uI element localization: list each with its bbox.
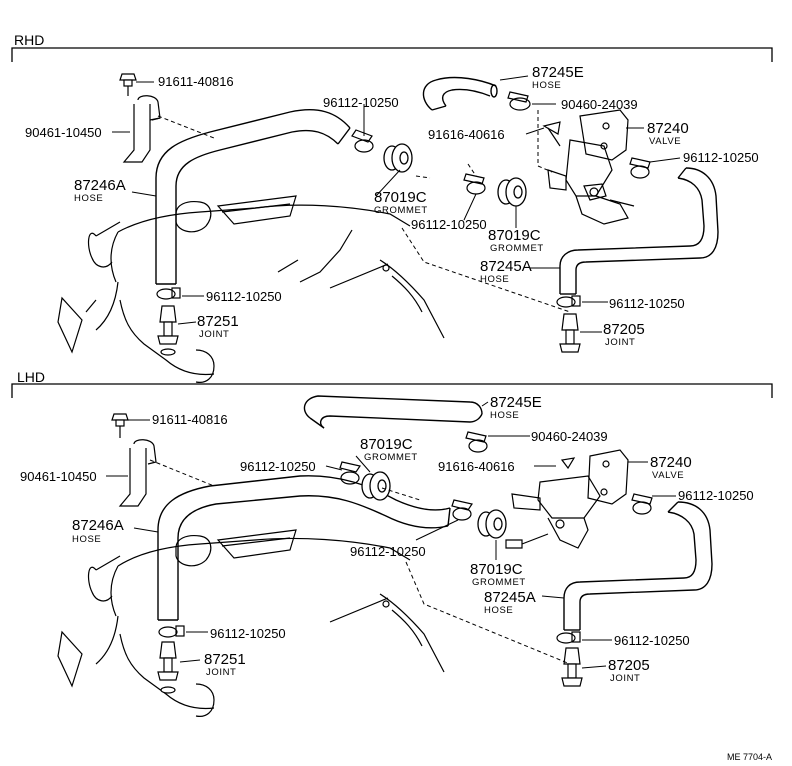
rhd-grommet-a-name: GROMMET bbox=[374, 205, 428, 216]
lhd-bracket-label: 90461-10450 bbox=[20, 469, 97, 484]
lhd-leader-lines bbox=[106, 401, 676, 669]
lhd-lower-hose-number: 87245A bbox=[484, 589, 536, 606]
lhd-section-title: LHD bbox=[17, 369, 46, 385]
lhd-top-hose bbox=[303, 395, 483, 429]
lhd-valve-icon bbox=[505, 449, 629, 549]
lhd-bolt-label: 91611-40816 bbox=[152, 412, 228, 427]
lhd-valve-number: 87240 bbox=[650, 454, 692, 471]
rhd-clamp-d-label: 96112-10250 bbox=[609, 296, 685, 311]
lhd-clamp-valve-label: 96112-10250 bbox=[678, 488, 754, 503]
rhd-main-hose-number: 87246A bbox=[74, 177, 126, 194]
drawing-reference: ME 7704-A bbox=[727, 752, 773, 762]
rhd-guide-lines bbox=[157, 110, 571, 313]
lhd-valve-name: VALVE bbox=[652, 470, 685, 481]
lhd-grommet-a-name: GROMMET bbox=[364, 452, 418, 463]
rhd-valve-icon bbox=[542, 109, 635, 225]
rhd-lower-hose-number: 87245A bbox=[480, 258, 532, 275]
lhd-main-hose bbox=[157, 475, 451, 621]
rhd-clamp-top-label: 90460-24039 bbox=[561, 97, 638, 112]
rhd-section-title: RHD bbox=[14, 32, 45, 48]
rhd-bracket-label: 90461-10450 bbox=[25, 125, 102, 140]
rhd-lower-hose bbox=[559, 167, 719, 295]
rhd-lower-hose-name: HOSE bbox=[480, 274, 510, 285]
rhd-top-hose-name: HOSE bbox=[532, 80, 562, 91]
lhd-clamp-a-label: 96112-10250 bbox=[240, 459, 316, 474]
lhd-bolt-icon bbox=[111, 413, 129, 438]
rhd-joint-a-name: JOINT bbox=[199, 329, 230, 340]
lhd-joint-b-name: JOINT bbox=[610, 673, 641, 684]
rhd-clamp-valve-label: 96112-10250 bbox=[683, 150, 759, 165]
rhd-joints bbox=[157, 305, 581, 356]
lhd-section-frame bbox=[11, 383, 773, 398]
lhd-grommet-a-number: 87019C bbox=[360, 436, 413, 453]
lhd-clamp-d-label: 96112-10250 bbox=[614, 633, 690, 648]
rhd-leader-lines bbox=[112, 75, 681, 333]
rhd-joint-b-name: JOINT bbox=[605, 337, 636, 348]
lhd-clamp-b-label: 96112-10250 bbox=[350, 544, 426, 559]
rhd-grommet-b-name: GROMMET bbox=[490, 243, 544, 254]
rhd-main-hose bbox=[155, 109, 351, 285]
rhd-main-hose-name: HOSE bbox=[74, 193, 104, 204]
lhd-lower-hose-name: HOSE bbox=[484, 605, 514, 616]
lhd-top-hose-name: HOSE bbox=[490, 410, 520, 421]
lhd-main-hose-name: HOSE bbox=[72, 534, 102, 545]
rhd-grommets bbox=[383, 143, 527, 207]
lhd-main-hose-number: 87246A bbox=[72, 517, 124, 534]
rhd-section-frame bbox=[11, 47, 773, 62]
lhd-bracket-icon bbox=[118, 439, 157, 507]
lhd-engine-outline bbox=[57, 529, 445, 717]
lhd-clamp-c-label: 96112-10250 bbox=[210, 626, 286, 641]
lhd-joint-b-number: 87205 bbox=[608, 657, 650, 674]
rhd-top-hose-number: 87245E bbox=[532, 64, 584, 81]
rhd-joint-a-number: 87251 bbox=[197, 313, 239, 330]
rhd-bracket-icon bbox=[122, 95, 161, 163]
lhd-grommet-b-number: 87019C bbox=[470, 561, 523, 578]
rhd-valve-bolt-label: 91616-40616 bbox=[428, 127, 505, 142]
lhd-joint-a-name: JOINT bbox=[206, 667, 237, 678]
lhd-joint-a-number: 87251 bbox=[204, 651, 246, 668]
rhd-top-hose bbox=[422, 76, 498, 111]
rhd-joint-b-number: 87205 bbox=[603, 321, 645, 338]
lhd-guide-lines bbox=[149, 459, 571, 665]
rhd-grommet-a-number: 87019C bbox=[374, 189, 427, 206]
rhd-engine-outline bbox=[57, 195, 445, 383]
rhd-valve-number: 87240 bbox=[647, 120, 689, 137]
rhd-valve-name: VALVE bbox=[649, 136, 682, 147]
lhd-clamp-top-label: 90460-24039 bbox=[531, 429, 608, 444]
rhd-bolt-label: 91611-40816 bbox=[158, 74, 234, 89]
lhd-grommet-b-name: GROMMET bbox=[472, 577, 526, 588]
lhd-joints bbox=[157, 641, 583, 694]
rhd-clamp-b-label: 96112-10250 bbox=[411, 217, 487, 232]
lhd-grommets bbox=[361, 471, 507, 539]
lhd-clamps bbox=[158, 431, 653, 644]
lhd-top-hose-number: 87245E bbox=[490, 394, 542, 411]
rhd-grommet-b-number: 87019C bbox=[488, 227, 541, 244]
rhd-clamp-a-label: 96112-10250 bbox=[323, 95, 399, 110]
rhd-clamp-c-label: 96112-10250 bbox=[206, 289, 282, 304]
lhd-valve-bolt-label: 91616-40616 bbox=[438, 459, 515, 474]
rhd-bolt-icon bbox=[119, 73, 137, 96]
lhd-lower-hose bbox=[563, 501, 713, 631]
rhd-clamps bbox=[156, 91, 651, 308]
